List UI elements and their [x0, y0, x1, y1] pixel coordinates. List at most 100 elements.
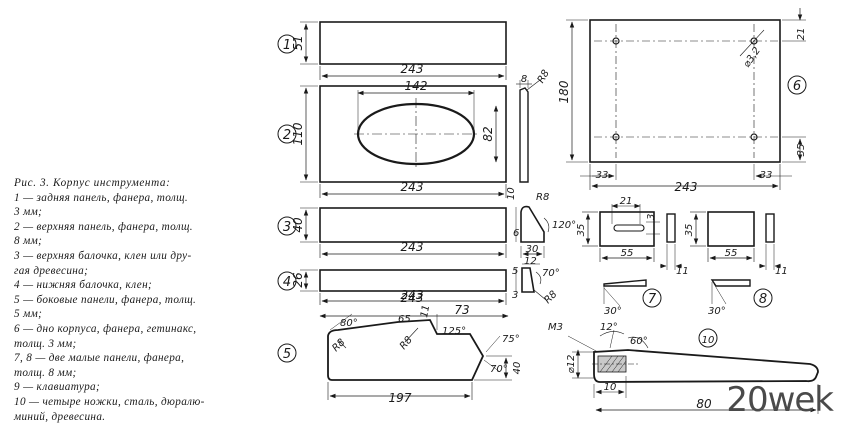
dim-p6-width: 243: [675, 180, 698, 194]
dim-p7-height: 35: [576, 224, 587, 237]
dim-p5-11: 11: [419, 304, 432, 318]
dim-p7-width: 55: [621, 248, 634, 259]
part-5-side-panel: [277, 313, 512, 400]
dim-p3-10: 10: [506, 187, 517, 200]
caption-line: 7, 8 — две малые панели, фанера,: [14, 352, 185, 365]
dim-p2-radius: R8: [536, 68, 552, 85]
figure-caption: Рис. 3. Корпус инструмента: 1 — задняя п…: [14, 176, 272, 424]
dim-p4-height: 26: [291, 272, 305, 288]
dim-p7-angle: 30°: [604, 306, 622, 317]
dim-p2-width: 243: [401, 180, 424, 194]
dim-p4-12: 12: [524, 256, 537, 267]
part-5-label: 5: [283, 347, 291, 362]
dim-p7-11: 11: [676, 266, 689, 277]
dim-p6-33-right: 33: [760, 170, 773, 181]
dim-p5-40: 40: [512, 362, 523, 375]
dim-p10-10: 10: [604, 382, 617, 393]
dim-p5-70: 70°: [490, 364, 508, 375]
part-7-small-panel: [582, 203, 682, 308]
part-3-upper-beam: [277, 205, 550, 258]
caption-line: 9 — клавиатура;: [14, 381, 101, 394]
dim-p5-r2: R8: [398, 335, 415, 352]
dim-p4-width: 243: [401, 288, 424, 302]
caption-line: 3 — верхняя балочка, клен или дру-: [14, 249, 192, 262]
dim-p10-80: 80: [696, 397, 712, 411]
caption-line: толщ. 8 мм;: [14, 366, 77, 379]
dim-p8-width: 55: [725, 248, 738, 259]
part-1-label: 1: [283, 38, 291, 53]
dim-p5-125: 125°: [442, 326, 466, 337]
dim-p4-3: 3: [512, 290, 518, 301]
part-3-marker: [277, 216, 297, 236]
part-2-marker: [277, 124, 297, 144]
part-6-bottom: [566, 8, 807, 190]
part-10-marker: [698, 328, 718, 348]
dim-p2-oval-height: 82: [481, 126, 495, 141]
dim-p6-height: 180: [557, 80, 571, 103]
caption-line: 5 — боковые панели, фанера, толщ.: [14, 293, 197, 306]
part-2-label: 2: [283, 128, 291, 143]
part-2-top-panel: [277, 79, 541, 198]
dim-p5-65: 65: [398, 314, 411, 325]
part-10-leg: [567, 328, 819, 414]
part-1-back-panel: [277, 21, 507, 80]
dim-p2-oval-width: 142: [405, 79, 428, 93]
dim-p3-30: 30: [526, 244, 539, 255]
dim-p10-diam: ⌀12: [566, 355, 577, 374]
part-1-marker: [277, 34, 297, 54]
dim-p2-height: 110: [291, 122, 305, 145]
dim-p3-radius: R8: [536, 192, 549, 203]
dim-p10-12deg: 12°: [600, 322, 618, 333]
part-6-label: 6: [793, 79, 801, 94]
dim-p3-width: 243: [401, 240, 424, 254]
dim-p6-33-left: 33: [596, 170, 609, 181]
dim-p1-width: 243: [401, 62, 424, 76]
part-7-marker: [642, 288, 662, 308]
part-7-label: 7: [648, 292, 657, 307]
part-8-marker: [753, 288, 773, 308]
dim-p3-height: 40: [291, 217, 305, 233]
part-8-label: 8: [759, 292, 767, 307]
caption-line: 1 — задняя панель, фанера, толщ.: [14, 191, 189, 204]
caption-title: Рис. 3. Корпус инструмента:: [14, 177, 171, 189]
dim-p7-3: 3: [646, 214, 657, 220]
dim-p2-thickness: 8: [521, 74, 527, 85]
caption-line: 4 — нижняя балочка, клен;: [14, 279, 153, 292]
part-3-label: 3: [283, 220, 291, 235]
part-4-lower-beam: [277, 263, 547, 305]
dim-p5-73: 73: [454, 303, 469, 317]
dim-p4-angle: 70°: [542, 268, 560, 279]
caption-line: 5 мм;: [14, 308, 43, 321]
dim-p8-angle: 30°: [708, 306, 726, 317]
dim-p5-197: 197: [389, 391, 412, 405]
dim-p5-243: 243: [401, 291, 424, 305]
caption-line: 3 мм;: [14, 206, 43, 219]
caption-line: 8 мм;: [14, 235, 43, 248]
dim-p4-5: 5: [512, 266, 518, 277]
dim-p6-hole: ⌀3,2: [741, 45, 763, 69]
part-6-marker: [787, 75, 807, 95]
dim-p4-radius: R8: [542, 289, 559, 306]
dim-p7-21: 21: [620, 196, 633, 207]
caption-line: 2 — верхняя панель, фанера, толщ.: [14, 220, 193, 233]
dim-p6-21: 21: [796, 28, 807, 41]
part-4-label: 4: [283, 275, 291, 290]
dim-p5-80deg: 80°: [340, 318, 358, 329]
part-10-label: 10: [702, 335, 715, 346]
dim-p10-thread: М3: [548, 322, 563, 333]
part-8-small-panel: [690, 211, 781, 308]
dim-p6-35: 35: [796, 144, 807, 157]
dim-p8-11: 11: [775, 266, 788, 277]
dim-p1-height: 51: [291, 35, 305, 50]
dim-p10-60deg: 60°: [630, 336, 648, 347]
dim-p5-75: 75°: [502, 334, 520, 345]
watermark: 20wek: [726, 380, 834, 420]
dim-p5-r1: R8: [330, 337, 347, 354]
part-5-marker: [277, 343, 297, 363]
caption-line: миний, древесина.: [14, 410, 106, 423]
dim-p3-6: 6: [513, 228, 519, 239]
dim-p8-height: 35: [684, 224, 695, 237]
dim-p3-angle: 120°: [552, 220, 576, 231]
caption-line: 6 — дно корпуса, фанера, гетинакс,: [14, 322, 197, 335]
